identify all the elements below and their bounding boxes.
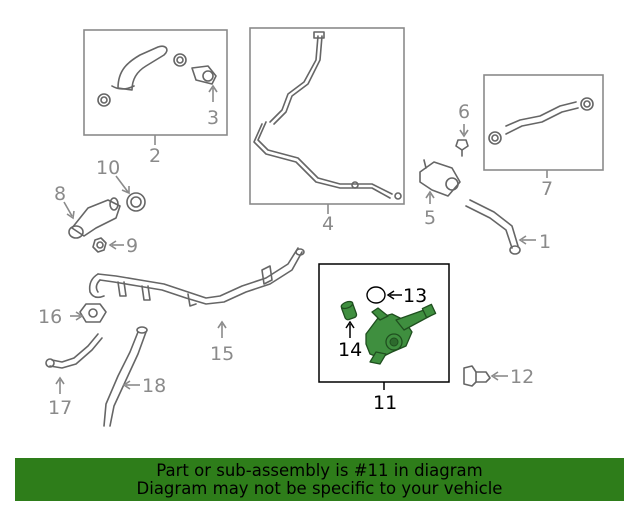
callout-15: 15 [210,343,234,365]
callout-4: 4 [322,213,334,235]
bolt-6 [455,139,469,157]
outlet-8 [68,197,121,239]
callout-10: 10 [96,157,120,179]
thermostat-10 [126,192,146,212]
group-box-2 [83,29,228,136]
pipe-15 [88,247,305,307]
group-box-7 [483,74,604,171]
callout-5: 5 [424,207,436,229]
callout-1: 1 [539,231,551,253]
callout-16: 16 [38,306,62,328]
o-ring-13 [366,286,386,304]
group-box-11 [318,263,450,383]
banner-line-1: Part or sub-assembly is #11 in diagram [156,460,483,480]
callout-11: 11 [373,392,397,414]
gasket-16 [79,303,107,323]
fitting-14 [340,300,358,321]
hose-18 [103,326,148,427]
callout-9: 9 [126,235,138,257]
callout-13: 13 [403,285,427,307]
group-box-4 [249,27,405,205]
nut-9 [92,237,107,253]
hose-1 [465,199,521,255]
callout-17: 17 [48,397,72,419]
info-banner: Part or sub-assembly is #11 in diagram D… [15,458,624,501]
callout-6: 6 [458,101,470,123]
callout-2: 2 [149,145,161,167]
callout-12: 12 [510,366,534,388]
banner-line-2: Diagram may not be specific to your vehi… [136,478,503,498]
callout-3: 3 [207,107,219,129]
bolt-12 [463,365,491,387]
water-outlet-11 [365,303,437,365]
valve-5 [419,159,461,197]
callout-14: 14 [338,339,362,361]
hose-17 [45,333,103,369]
callout-7: 7 [541,178,553,200]
callout-8: 8 [54,183,66,205]
callout-18: 18 [142,375,166,397]
parts-diagram: 1 2 3 4 5 6 7 8 9 10 11 12 13 14 15 16 1… [38,27,604,427]
